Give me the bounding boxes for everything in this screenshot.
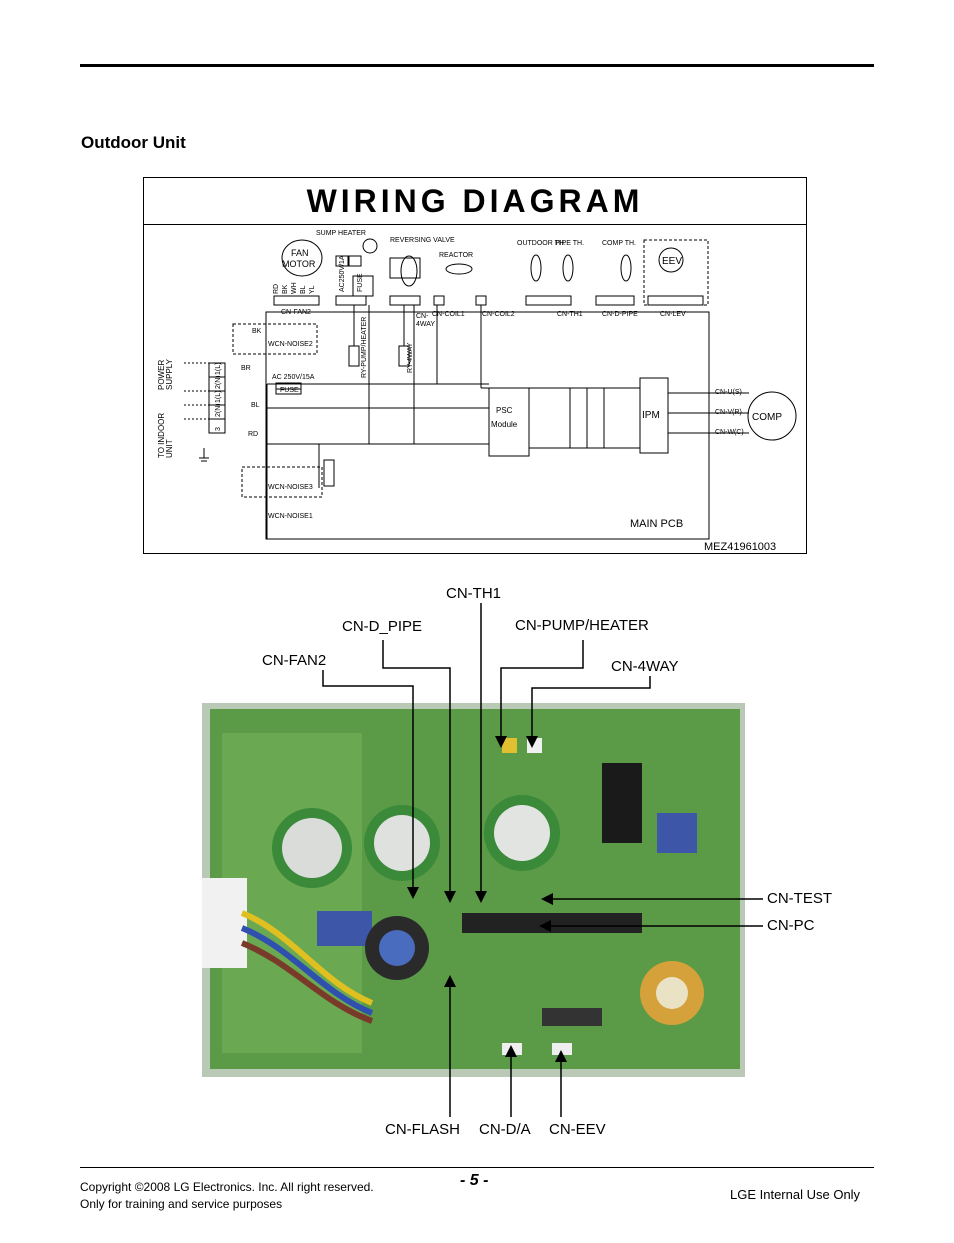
ipm-box <box>639 377 669 454</box>
label-cn-coil1: CN-COIL1 <box>432 311 465 318</box>
psc-module-box <box>488 387 530 457</box>
internal-use-note: LGE Internal Use Only <box>730 1187 861 1202</box>
callout-cn-flash: CN-FLASH <box>385 1121 461 1138</box>
label-model-code: MEZ41961003 <box>704 541 776 553</box>
label-pipe-th: PIPE TH. <box>555 240 584 247</box>
label-wcn-noise1: WCN-NOISE1 <box>268 513 313 520</box>
callout-cn-test: CN-TEST <box>767 890 832 907</box>
terminal-label: 1(L) <box>215 363 222 375</box>
wiring-diagram: WIRING DIAGRAM <box>143 177 807 554</box>
terminal-label: 3 <box>215 427 222 431</box>
label-cn-coil2: CN-COIL2 <box>482 311 515 318</box>
label-cn-u: CN-U(S) <box>715 389 742 396</box>
fan-motor-symbol <box>281 239 323 277</box>
copyright-line2: Only for training and service purposes <box>80 1197 283 1211</box>
callout-cn-th1: CN-TH1 <box>446 585 501 602</box>
label-eev: EEV <box>662 256 682 267</box>
label-cn-d-pipe: CN-D-PIPE <box>602 311 638 318</box>
terminal-label: 1(L) <box>215 391 222 403</box>
label-power-supply-a: POWER <box>157 360 166 390</box>
fan-wire-label: RD <box>273 284 280 294</box>
fan-wire-label: YL <box>309 285 316 294</box>
fan-wire-label: BK <box>282 284 289 294</box>
label-ry-4way: RY-4WAY <box>407 342 414 373</box>
label-rd: RD <box>248 431 258 438</box>
label-sump-heater: SUMP HEATER <box>316 230 366 237</box>
label-to-indoor-a: TO INDOOR <box>157 413 166 458</box>
fan-wire-label: WH <box>291 282 298 294</box>
label-cn-fan2: CN-FAN2 <box>281 309 311 316</box>
label-reactor: REACTOR <box>439 252 473 259</box>
main-pcb-outline <box>265 311 710 540</box>
label-power-supply-b: SUPPLY <box>165 358 174 390</box>
wiring-schematic: SUMP HEATER REVERSING VALVE REACTOR OUTD… <box>157 230 797 553</box>
label-ipm: IPM <box>642 410 660 421</box>
copyright-line1: Copyright ©2008 LG Electronics. Inc. All… <box>80 1180 374 1194</box>
pcb-photo <box>202 703 745 1077</box>
copyright: Copyright ©2008 LG Electronics. Inc. All… <box>80 1179 374 1213</box>
page-number: - 5 - <box>460 1172 489 1189</box>
label-cn-4way-a: CN- <box>416 313 429 320</box>
callout-cn-eev: CN-EEV <box>549 1121 606 1138</box>
label-fuse: FUSE <box>280 387 299 394</box>
comp-symbol <box>747 391 797 441</box>
label-main-pcb: MAIN PCB <box>630 518 683 530</box>
callout-cn-da: CN-D/A <box>479 1121 531 1138</box>
wiring-title-row: WIRING DIAGRAM <box>144 178 806 225</box>
label-fuse-small: FUSE <box>357 273 364 292</box>
callout-cn-4way: CN-4WAY <box>611 658 679 675</box>
reactor-symbol <box>445 263 473 275</box>
label-wcn-noise2: WCN-NOISE2 <box>268 341 313 348</box>
label-ac250-1a: AC250V/1A <box>339 255 346 292</box>
label-cn-4way-b: 4WAY <box>416 321 435 328</box>
label-ac-250-15a: AC 250V/15A <box>272 374 315 381</box>
label-comp-th: COMP TH. <box>602 240 636 247</box>
label-comp: COMP <box>752 412 782 423</box>
label-motor: MOTOR <box>282 259 316 269</box>
label-to-indoor-b: UNIT <box>165 439 174 458</box>
label-cn-w: CN-W(C) <box>715 429 744 436</box>
label-cn-v: CN-V(R) <box>715 409 742 416</box>
label-br: BR <box>241 365 251 372</box>
terminal-label: 2(N) <box>215 403 222 417</box>
label-reversing-valve: REVERSING VALVE <box>390 237 455 244</box>
callout-cn-d-pipe: CN-D_PIPE <box>342 618 423 635</box>
top-rule <box>80 64 874 67</box>
terminal-label: 2(N) <box>215 375 222 389</box>
wiring-title: WIRING DIAGRAM <box>306 183 644 219</box>
label-ry-pump-heater: RY-PUMP/HEATER <box>361 317 368 378</box>
eev-outline <box>643 239 709 306</box>
label-outdoor-th: OUTDOOR TH. <box>517 240 566 247</box>
callout-cn-pc: CN-PC <box>767 917 815 934</box>
label-cn-th1: CN-TH1 <box>557 311 583 318</box>
section-title: Outdoor Unit <box>81 133 186 152</box>
label-fan: FAN <box>291 248 309 258</box>
callout-cn-fan2: CN-FAN2 <box>262 652 327 669</box>
label-module: Module <box>491 420 518 429</box>
callout-cn-pump-heater: CN-PUMP/HEATER <box>515 617 649 634</box>
footer-rule <box>80 1167 874 1168</box>
label-bl: BL <box>251 402 260 409</box>
label-bk: BK <box>252 328 262 335</box>
label-cn-lev: CN-LEV <box>660 311 686 318</box>
label-wcn-noise3: WCN-NOISE3 <box>268 484 313 491</box>
label-psc: PSC <box>496 406 513 415</box>
fan-wire-label: BL <box>300 285 307 294</box>
